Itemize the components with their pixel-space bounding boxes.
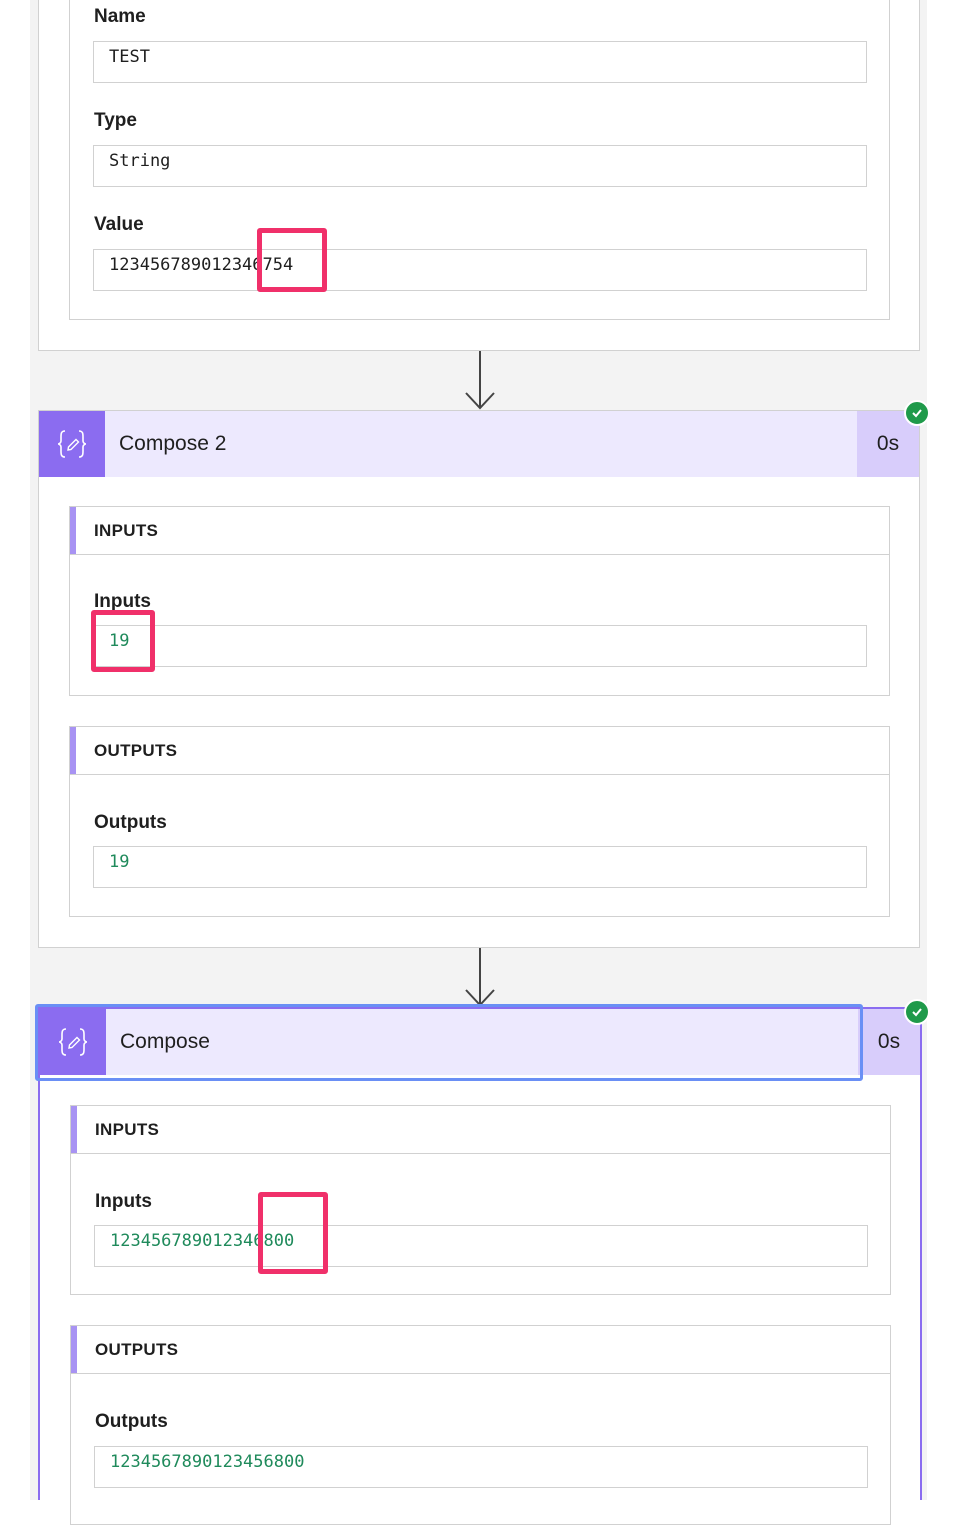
outputs-header-label: OUTPUTS xyxy=(94,741,178,760)
compose-header[interactable]: Compose 0s xyxy=(40,1009,920,1075)
compose-2-card[interactable]: Compose 2 0s INPUTS Inputs 19 OUTPUTS Ou… xyxy=(38,410,920,948)
compose-braces-icon xyxy=(39,411,105,477)
section-accent-bar xyxy=(71,1106,77,1153)
value-highlight-box xyxy=(257,228,327,292)
section-accent-bar xyxy=(70,727,76,774)
outputs-value: 19 xyxy=(93,846,867,888)
outputs-value: 1234567890123456800 xyxy=(94,1446,868,1488)
inputs-section-header[interactable]: INPUTS xyxy=(70,507,889,555)
compose-braces-icon xyxy=(40,1009,106,1075)
compose-2-header[interactable]: Compose 2 0s xyxy=(39,411,919,477)
inputs-header-label: INPUTS xyxy=(94,521,159,540)
inputs-label: Inputs xyxy=(94,591,151,612)
outputs-section-header[interactable]: OUTPUTS xyxy=(71,1326,890,1374)
compose-title: Compose xyxy=(120,1030,210,1053)
compose-card[interactable]: Compose 0s INPUTS Inputs 123456789012346… xyxy=(38,1007,922,1525)
inputs-highlighted-digits: 6800 xyxy=(253,1231,295,1251)
outputs-label: Outputs xyxy=(95,1411,168,1432)
type-value: String xyxy=(93,145,867,187)
section-accent-bar xyxy=(70,507,76,554)
inputs-value-prefix: 12345678901234 xyxy=(110,1231,254,1251)
value-prefix: 12345678901234 xyxy=(109,255,253,275)
section-accent-bar xyxy=(71,1326,77,1373)
compose-2-outputs-section: OUTPUTS Outputs 19 xyxy=(69,726,890,917)
inputs-highlight-box xyxy=(91,610,155,672)
inputs-value: 123456789012346800 xyxy=(94,1225,868,1267)
variable-params: Name TEST Type String Value 123456789012… xyxy=(69,0,890,320)
check-circle-icon xyxy=(904,400,930,426)
compose-inputs-section: INPUTS Inputs 123456789012346800 xyxy=(70,1105,891,1295)
check-circle-icon xyxy=(904,999,930,1025)
inputs-section-header[interactable]: INPUTS xyxy=(71,1106,890,1154)
value-highlighted-digits: 6754 xyxy=(252,255,294,275)
outputs-header-label: OUTPUTS xyxy=(95,1340,179,1359)
variable-card[interactable]: Name TEST Type String Value 123456789012… xyxy=(38,0,920,351)
outputs-section-header[interactable]: OUTPUTS xyxy=(70,727,889,775)
compose-2-title: Compose 2 xyxy=(119,432,227,455)
value-field: 123456789012346754 xyxy=(93,249,867,291)
inputs-value: 19 xyxy=(93,625,867,667)
name-value: TEST xyxy=(93,41,867,83)
arrow-down-icon xyxy=(465,948,495,1007)
compose-inputs-highlight-box xyxy=(258,1192,328,1274)
outputs-label: Outputs xyxy=(94,812,167,833)
value-label: Value xyxy=(94,214,144,235)
compose-outputs-section: OUTPUTS Outputs 1234567890123456800 xyxy=(70,1325,891,1525)
inputs-label: Inputs xyxy=(95,1191,152,1212)
inputs-header-label: INPUTS xyxy=(95,1120,160,1139)
type-label: Type xyxy=(94,110,137,131)
name-label: Name xyxy=(94,6,146,27)
compose-2-inputs-section: INPUTS Inputs 19 xyxy=(69,506,890,696)
arrow-down-icon xyxy=(465,351,495,410)
